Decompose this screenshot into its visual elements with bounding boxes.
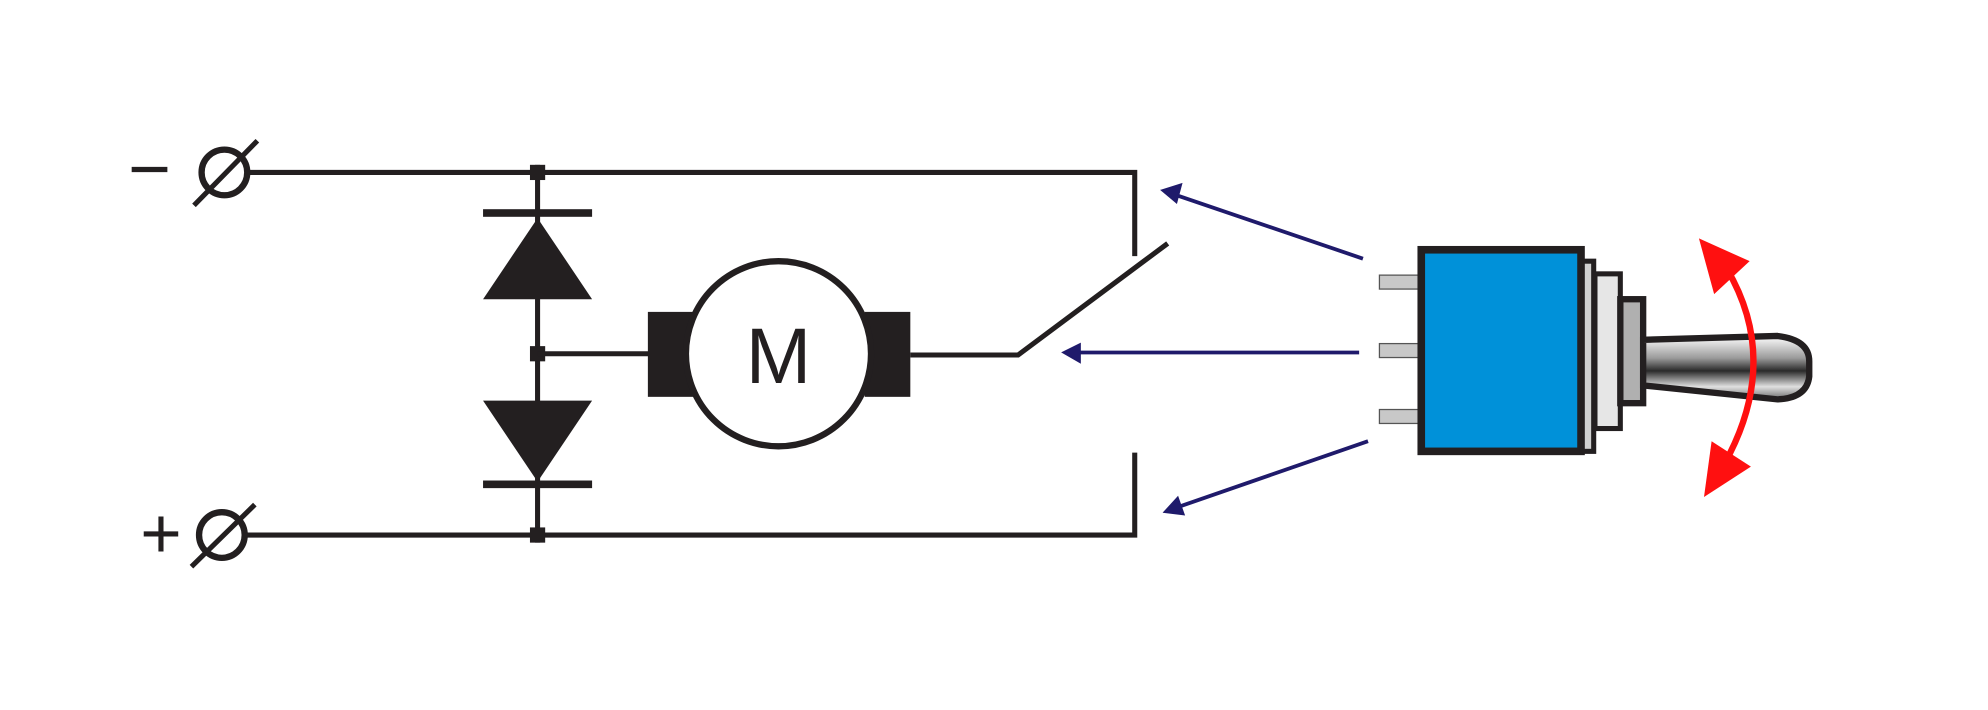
- switch-pin: [1378, 274, 1421, 290]
- pointer-arrows: [1061, 182, 1369, 516]
- negative-terminal: −: [128, 127, 260, 210]
- switch-blade: [910, 241, 1170, 358]
- negative-sign: −: [128, 127, 171, 210]
- switch-pin: [1378, 342, 1421, 359]
- toggle-switch-illustration: [1378, 238, 1813, 497]
- switch-bushing: [1617, 296, 1647, 407]
- arrowhead-icon: [1061, 342, 1081, 364]
- diode-lower: [483, 400, 593, 489]
- terminal-slash: [192, 138, 260, 208]
- junction: [529, 527, 546, 543]
- motion-arrowhead-down-icon: [1704, 441, 1751, 497]
- switch-body: [1417, 245, 1585, 456]
- positive-rail-wire: [247, 452, 1138, 538]
- arrow-bottom: [1173, 439, 1369, 511]
- motion-arc: [1721, 267, 1757, 466]
- terminal-circle: [195, 509, 248, 562]
- diode-upper: [483, 209, 593, 300]
- motion-arrowhead-up-icon: [1698, 238, 1750, 295]
- motor-symbol: M: [647, 258, 911, 450]
- positive-terminal: +: [140, 495, 257, 574]
- switch-flange: [1579, 258, 1597, 454]
- negative-rail-wire: [247, 169, 1138, 257]
- arrow-top: [1172, 192, 1364, 261]
- switch-nut: [1592, 271, 1623, 432]
- motor-label: M: [746, 312, 811, 400]
- junction: [529, 164, 546, 181]
- positive-sign: +: [140, 495, 181, 574]
- arrowhead-icon: [1162, 495, 1186, 516]
- switch-lever: [1639, 332, 1813, 403]
- switch-pin: [1378, 408, 1421, 425]
- arrowhead-icon: [1160, 182, 1183, 204]
- terminal-slash: [189, 502, 257, 569]
